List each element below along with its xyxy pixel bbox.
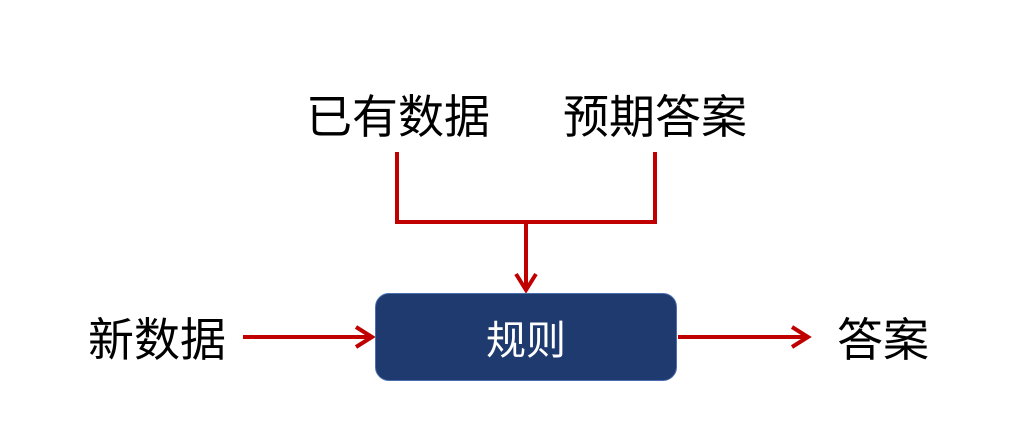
arrowhead-down xyxy=(514,272,538,294)
rules-label: 规则 xyxy=(486,318,566,364)
expected-answers-label: 预期答案 xyxy=(563,90,747,144)
new-data-label: 新数据 xyxy=(88,313,226,367)
answers-label: 答案 xyxy=(837,313,929,367)
connector-existing-data xyxy=(395,152,526,224)
arrowhead-right-2 xyxy=(790,325,812,349)
rules-box: 规则 xyxy=(375,293,677,381)
arrowhead-right-1 xyxy=(354,325,376,349)
connector-expected-answers xyxy=(526,152,657,224)
existing-data-label: 已有数据 xyxy=(306,90,490,144)
